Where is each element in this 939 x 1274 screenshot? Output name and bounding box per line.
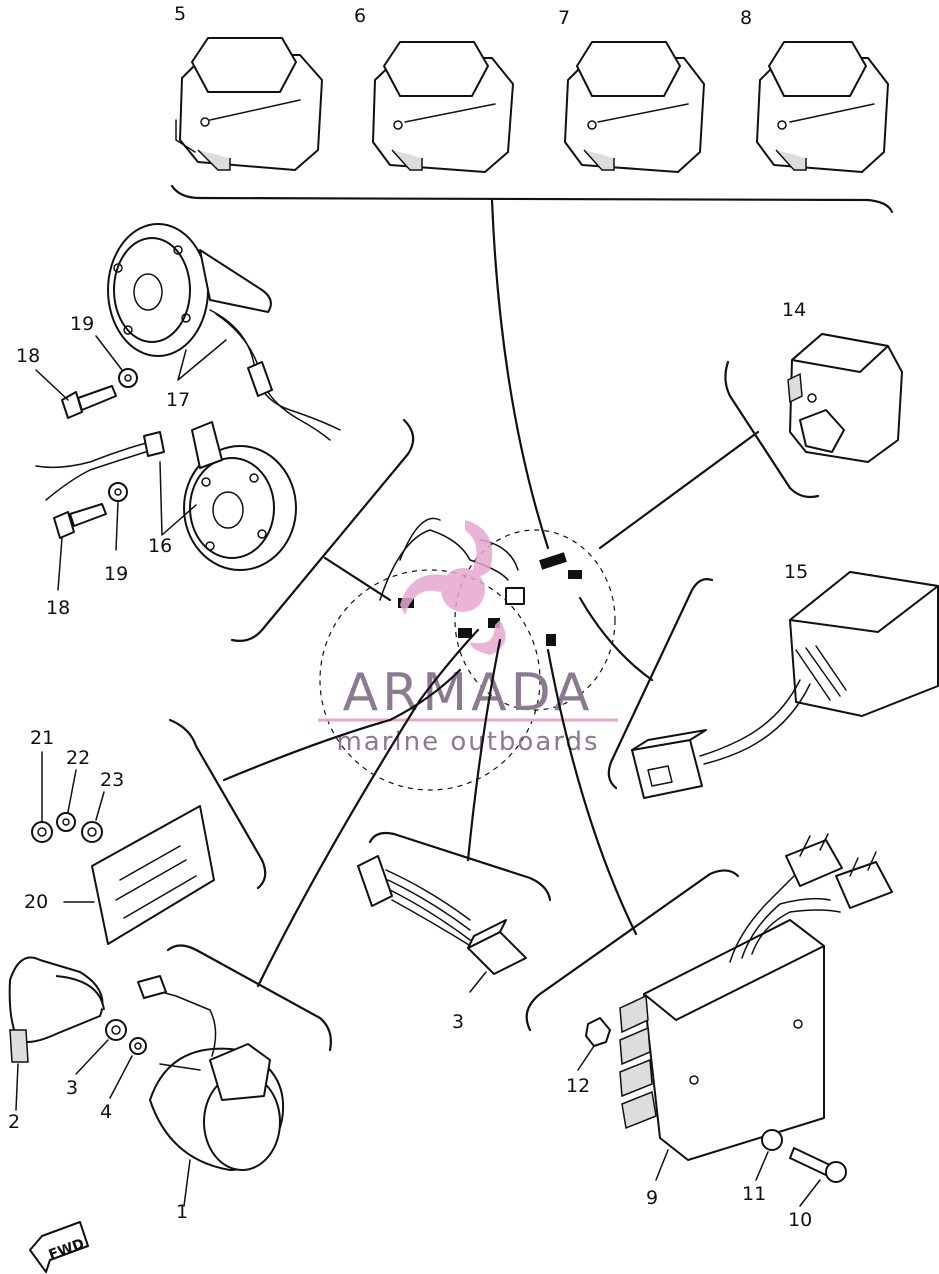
relay-14 [787, 333, 903, 463]
callout-10: 10 [788, 1209, 812, 1231]
coupler-3-bracket [368, 831, 552, 902]
callout-21: 21 [30, 727, 54, 749]
callout-3-center: 3 [452, 1011, 464, 1033]
coupler-3-center [357, 855, 527, 975]
washer-19-upper [118, 368, 138, 388]
horns-group-bracket [230, 418, 415, 642]
callout-22: 22 [66, 747, 90, 769]
horn-17-leader [177, 339, 227, 381]
callout-3-left: 3 [66, 1077, 78, 1099]
watermark-title: ARMADA [343, 663, 594, 723]
callout-5: 5 [174, 3, 186, 25]
component-1 [137, 975, 285, 1171]
switch-bracket [166, 944, 332, 1052]
callout-labels: 5 6 7 8 14 15 17 19 18 16 19 18 21 22 23… [8, 3, 812, 1231]
callout-8: 8 [740, 7, 752, 29]
callout-6: 6 [354, 5, 366, 27]
relay-8 [756, 41, 889, 173]
callout-14: 14 [782, 299, 806, 321]
callout-12: 12 [566, 1075, 590, 1097]
relay-6 [372, 41, 514, 173]
washer-4 [129, 1037, 147, 1055]
callout-23: 23 [100, 769, 124, 791]
unit-15-bracket [607, 578, 714, 790]
bolt-10 [789, 1147, 847, 1183]
callout-17: 17 [166, 389, 190, 411]
callout-18-lower: 18 [46, 597, 70, 619]
callout-15: 15 [784, 561, 808, 583]
armada-logo [400, 520, 506, 655]
horn-16 [35, 421, 297, 571]
nut-12 [585, 1017, 611, 1047]
relay-7 [564, 41, 705, 173]
washer-22 [56, 812, 76, 832]
relay-group-bracket [170, 184, 894, 214]
washer-19-lower [108, 482, 128, 502]
bolt-18-lower [53, 503, 107, 539]
callout-4: 4 [100, 1101, 112, 1123]
horn-16-leader [159, 461, 197, 536]
callout-7: 7 [558, 7, 570, 29]
unit-15 [631, 571, 939, 799]
grommet-21 [31, 821, 53, 843]
relay-14-bracket [724, 360, 820, 499]
callout-11: 11 [742, 1183, 766, 1205]
callout-16: 16 [148, 535, 172, 557]
rectifier-bracket [525, 869, 740, 1032]
bolt-18-upper [61, 385, 117, 419]
callout-9: 9 [646, 1187, 658, 1209]
relay-5 [175, 37, 323, 171]
callout-1: 1 [176, 1201, 188, 1223]
horn-17 [107, 223, 341, 441]
fwd-arrow: FWD [29, 1221, 89, 1273]
callout-18-upper: 18 [16, 345, 40, 367]
callout-19-lower: 19 [104, 563, 128, 585]
center-harness [319, 517, 616, 791]
callout-2: 2 [8, 1111, 20, 1133]
lens-20 [91, 805, 215, 945]
switch-2 [8, 956, 105, 1063]
rectifier-9 [619, 833, 893, 1161]
grommet-3 [105, 1019, 127, 1041]
nut-23 [81, 821, 103, 843]
lens-bracket [168, 718, 267, 890]
callout-19-upper: 19 [70, 313, 94, 335]
watermark-subtitle: marine outboards [336, 727, 599, 757]
washer-11 [761, 1129, 783, 1151]
callout-20: 20 [24, 891, 48, 913]
relay-leader-line [490, 198, 550, 550]
